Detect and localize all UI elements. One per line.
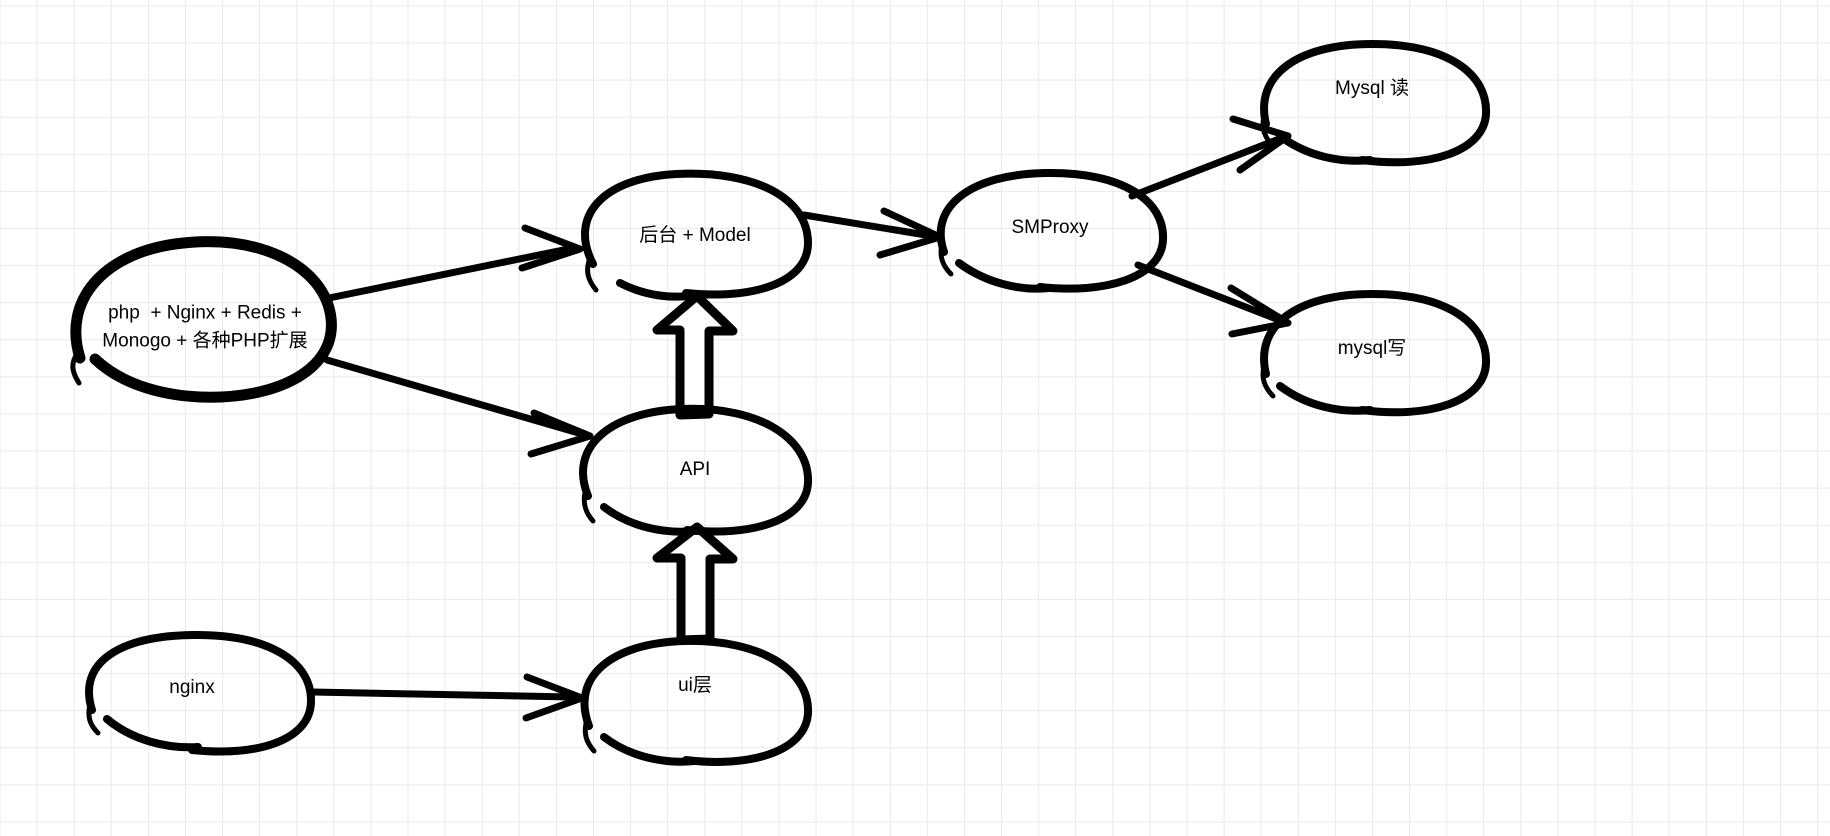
edge-backend-to-smproxy [800, 207, 944, 259]
node-api[interactable] [579, 404, 813, 536]
node-nginx[interactable] [85, 630, 316, 756]
edge-smproxy-to-mysql-write [1134, 261, 1292, 338]
node-mysql-read[interactable] [1260, 39, 1491, 167]
node-php-stack[interactable] [70, 236, 337, 403]
edge-smproxy-to-mysql-read [1128, 115, 1292, 200]
edge-php-to-api [323, 356, 594, 458]
node-smproxy[interactable] [936, 168, 1168, 293]
node-backend-model[interactable] [580, 169, 813, 301]
edge-ui-to-api [652, 522, 738, 645]
node-mysql-write[interactable] [1260, 289, 1491, 417]
edge-api-to-backend [652, 291, 738, 420]
node-ui-layer[interactable] [580, 636, 813, 766]
edge-nginx-to-ui [308, 673, 586, 722]
edge-php-to-backend [325, 224, 584, 302]
